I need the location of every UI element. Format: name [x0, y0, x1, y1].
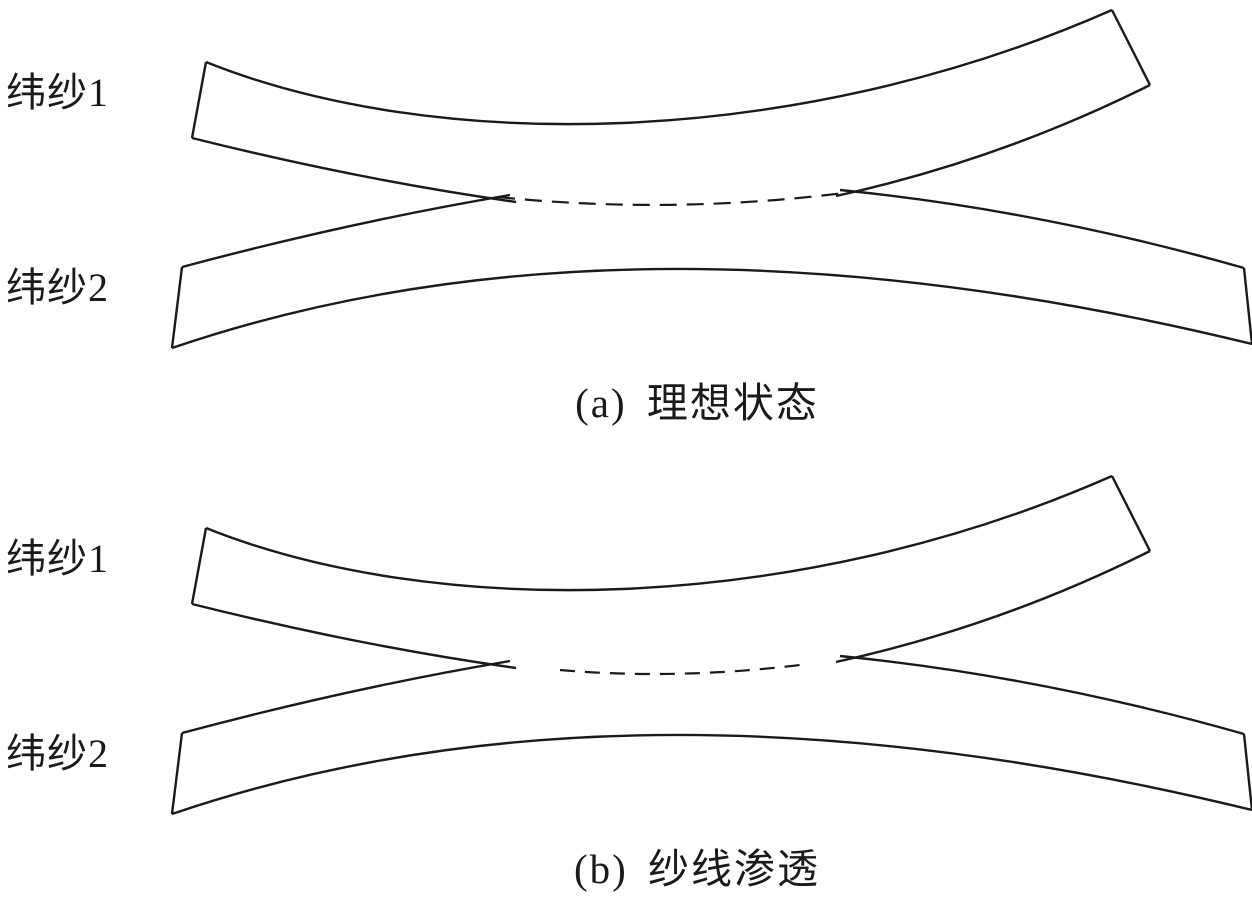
figure-b-contact-dashed-line — [559, 663, 801, 676]
figure-a-drawing — [170, 8, 1252, 350]
figure-a-yarn2-top-edge-left — [181, 193, 511, 269]
figure-a-yarn2-top-edge-right — [839, 188, 1245, 270]
figure-a: 纬纱1 纬纱2 (a) 理想状态 — [0, 0, 1252, 452]
figure-b-yarn2-right-cap — [1242, 733, 1252, 811]
figure-b: 纬纱1 纬纱2 (b) 纱线渗透 — [0, 466, 1252, 906]
figure-a-yarn1-label: 纬纱1 — [6, 70, 109, 115]
figure-a-yarn1-bottom-edge-left — [191, 136, 517, 204]
figure-a-yarn2-bottom-edge — [171, 267, 1252, 350]
figure-a-caption: (a) 理想状态 — [575, 380, 819, 426]
figure-a-yarn2-left-cap — [170, 266, 184, 349]
figure-a-yarn1-bottom-edge-right — [835, 83, 1151, 198]
figure-b-yarn2-left-cap — [170, 732, 184, 815]
figure-a-yarn1-top-edge — [205, 8, 1113, 126]
figure-b-yarn1-top-edge — [205, 474, 1113, 592]
figure-b-yarn2-top-edge-right — [839, 654, 1245, 736]
figure-b-yarn2-label: 纬纱2 — [6, 731, 109, 776]
figure-b-yarn1-left-cap — [190, 527, 208, 605]
figure-a-yarn2-label: 纬纱2 — [6, 265, 109, 310]
figure-b-yarn2-top-edge-left — [181, 659, 511, 735]
figure-a-yarn1-right-cap — [1110, 9, 1152, 86]
figure-b-yarn2-bottom-edge — [171, 733, 1252, 816]
figure-a-contact-dashed-line — [497, 190, 853, 206]
figure-a-yarn1-left-cap — [190, 61, 208, 139]
figure-b-caption: (b) 纱线渗透 — [573, 846, 821, 892]
figure-b-drawing — [170, 474, 1252, 816]
figure-b-yarn1-label: 纬纱1 — [6, 536, 109, 581]
figure-b-yarn1-bottom-edge-left — [191, 602, 517, 670]
figure-b-yarn1-bottom-edge-right — [835, 549, 1151, 664]
figure-b-yarn1-right-cap — [1110, 475, 1152, 552]
figure-a-yarn2-right-cap — [1242, 267, 1252, 345]
